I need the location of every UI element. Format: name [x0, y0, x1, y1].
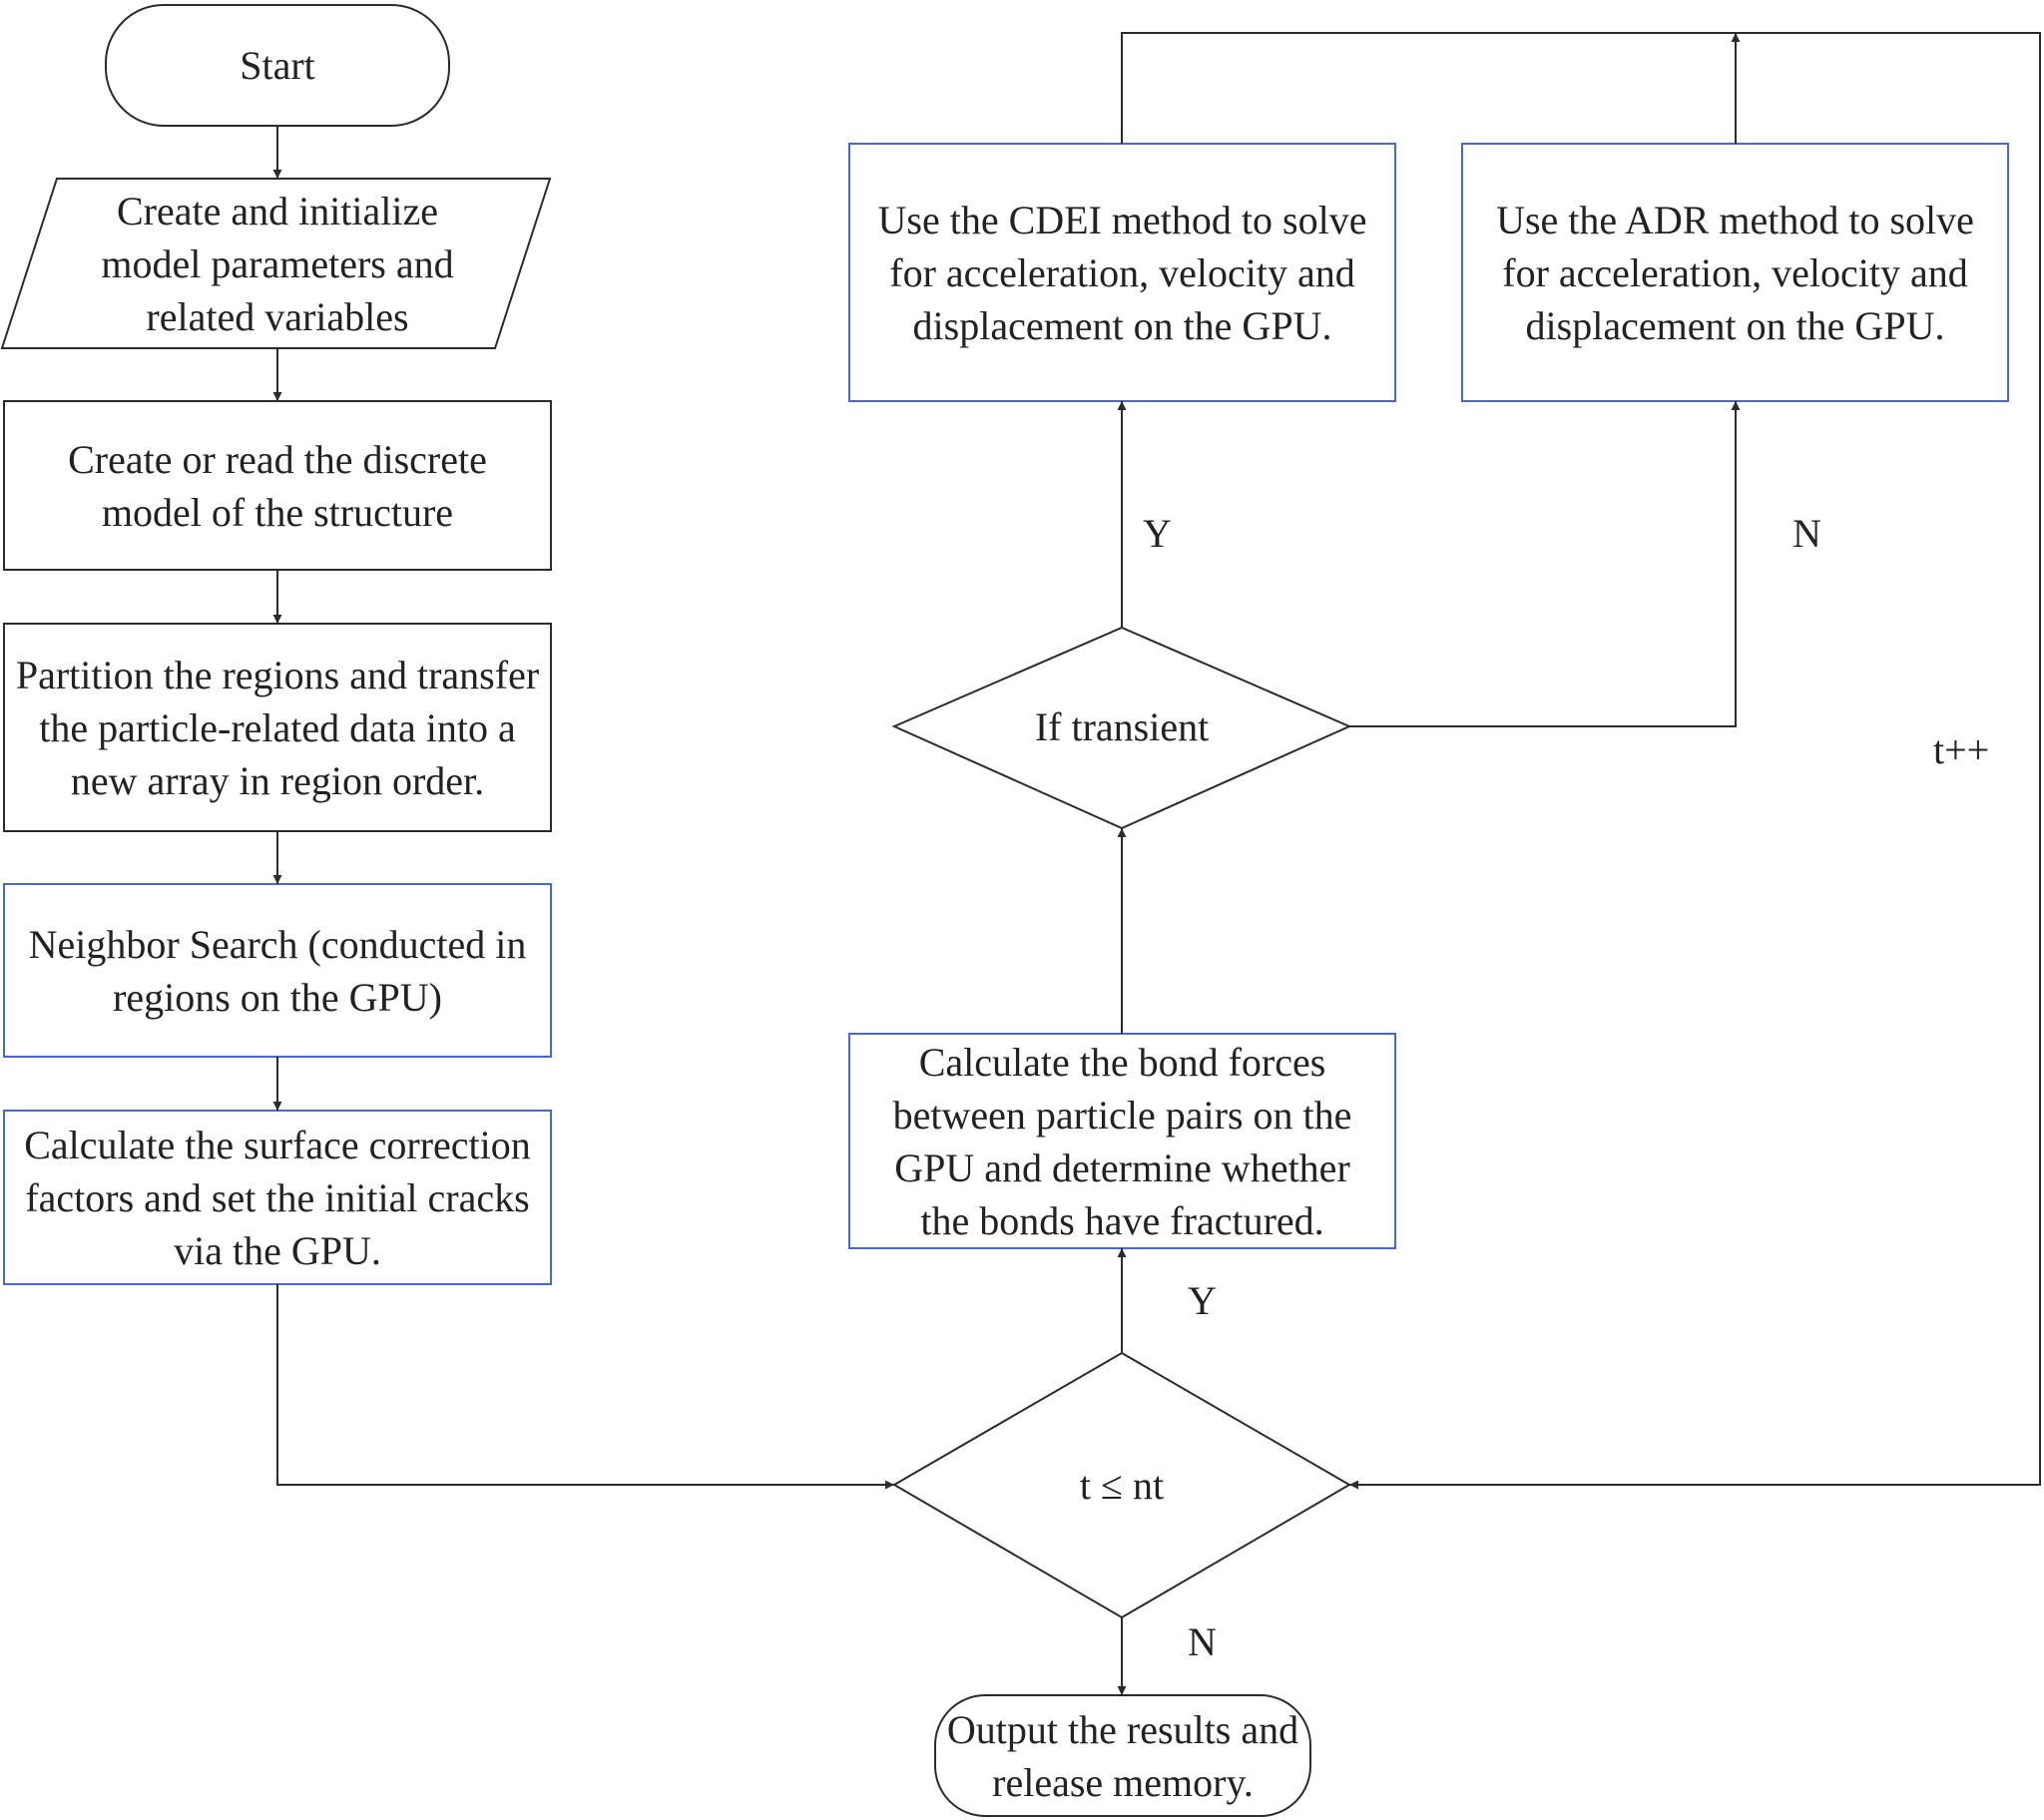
time-check-label: t ≤ nt	[1079, 1462, 1165, 1508]
neighbor-search-label: Neighbor Search (conducted in regions on…	[28, 921, 527, 1020]
init-params-parallelogram	[0, 178, 552, 349]
discrete-model-label: Create or read the discrete model of the…	[68, 436, 487, 535]
cdei-label: Use the CDEI method to solve for acceler…	[877, 197, 1367, 348]
time-check-no-label: N	[1188, 1619, 1217, 1664]
connector-cdei-to-loop	[1121, 32, 1736, 144]
transient-no-label: N	[1792, 511, 1821, 556]
adr-label: Use the ADR method to solve for accelera…	[1496, 197, 1974, 348]
if-transient-label: If transient	[1034, 703, 1210, 749]
output-label: Output the results and release memory.	[946, 1706, 1299, 1805]
discrete-model-box	[3, 400, 552, 571]
connector-transient-no	[1349, 401, 1741, 727]
connector-loop-back	[1349, 32, 2041, 1490]
partition-label: Partition the regions and transfer the p…	[15, 652, 540, 803]
bond-forces-label: Calculate the bond forces between partic…	[892, 1039, 1352, 1243]
time-check-yes-label: Y	[1188, 1278, 1217, 1323]
connector-surface-to-time-check	[276, 1284, 894, 1490]
adr-box	[1461, 143, 2009, 402]
surface-correction-label: Calculate the surface correction factors…	[24, 1122, 531, 1273]
loop-increment-label: t++	[1933, 727, 1990, 772]
start-label: Start	[240, 43, 315, 88]
neighbor-search-box	[3, 883, 552, 1058]
cdei-box	[848, 143, 1396, 402]
init-params-label: Create and initialize model parameters a…	[101, 188, 454, 339]
transient-yes-label: Y	[1143, 511, 1172, 556]
